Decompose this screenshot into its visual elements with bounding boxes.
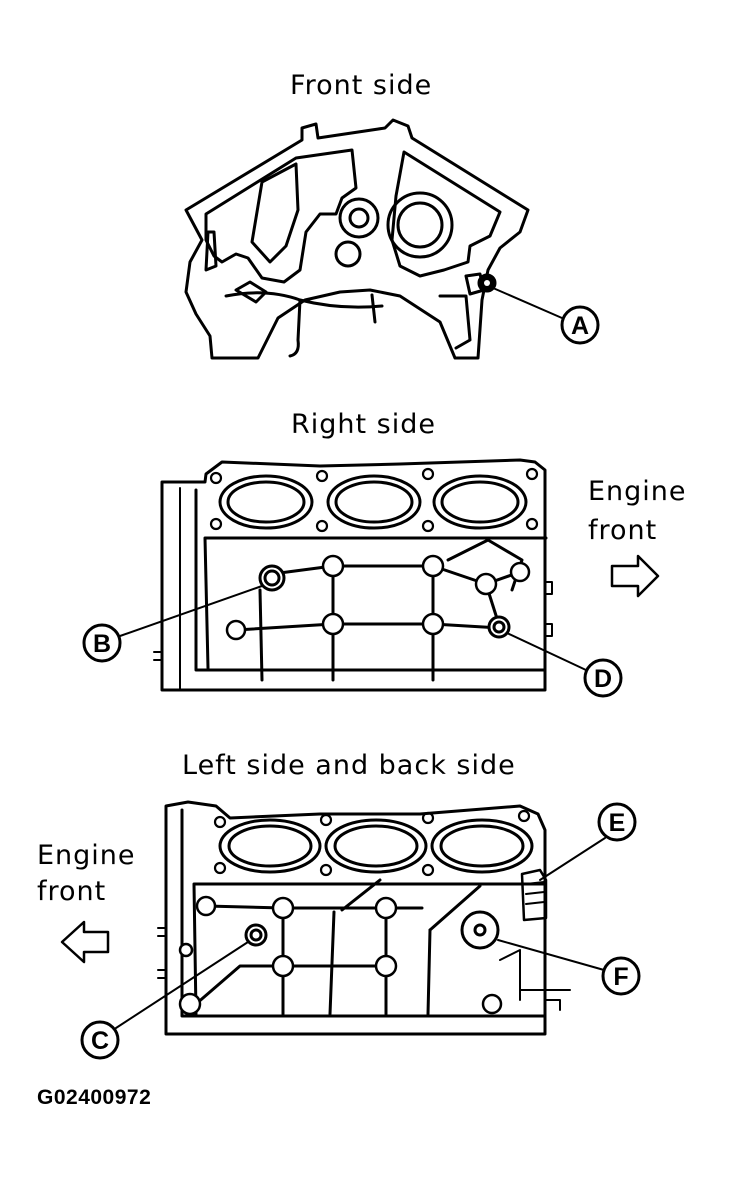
left-back-side-view (60, 800, 571, 1036)
callout-b: B (82, 585, 263, 663)
callout-a-letter: A (571, 312, 589, 340)
engine-front-label-left-line2: front (37, 876, 107, 907)
engine-front-label-right-line2: front (588, 515, 658, 546)
callout-d: D (506, 632, 623, 698)
heading-front-side: Front side (290, 70, 433, 101)
callout-f: F (497, 939, 641, 996)
callout-e-letter: E (609, 809, 626, 837)
engine-front-label-right-line1: Engine (588, 476, 687, 507)
callout-f-letter: F (613, 963, 628, 991)
callout-c-letter: C (91, 1027, 109, 1055)
callout-b-letter: B (93, 630, 111, 658)
callout-c: C (80, 941, 249, 1060)
heading-left-back-side: Left side and back side (182, 750, 516, 781)
figure-code: G02400972 (37, 1086, 152, 1109)
callout-a: A (492, 287, 600, 345)
callout-d-letter: D (594, 665, 612, 693)
callout-e: E (539, 802, 637, 881)
right-side-view (153, 458, 660, 692)
front-side-view (184, 118, 530, 360)
engine-front-label-left-line1: Engine (37, 840, 136, 871)
heading-right-side: Right side (291, 409, 436, 440)
